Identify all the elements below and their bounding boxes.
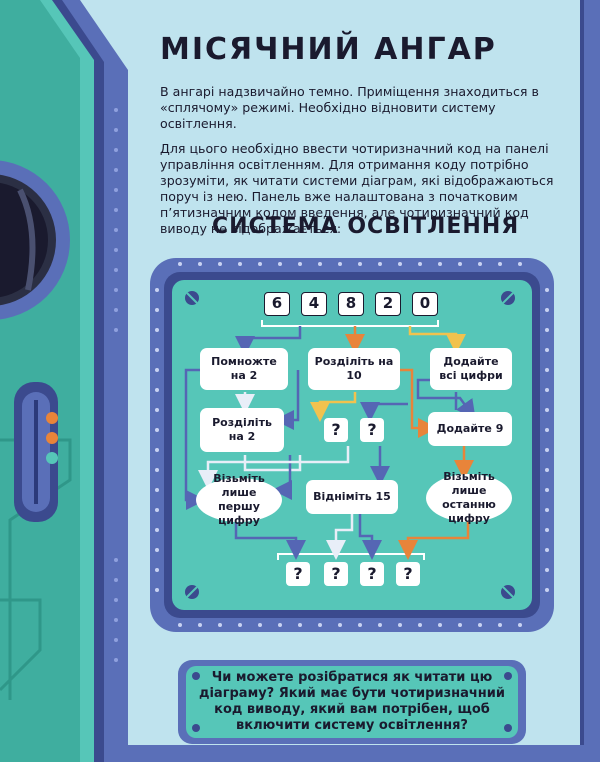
input-digit: 6 bbox=[264, 292, 290, 316]
question-plate bbox=[178, 660, 526, 744]
output-digit: ? bbox=[324, 562, 348, 586]
intro-text: В ангарі надзвичайно темно. Приміщення з… bbox=[160, 84, 570, 246]
output-digit: ? bbox=[286, 562, 310, 586]
diagram-arrows bbox=[184, 326, 476, 560]
unknown-digit: ? bbox=[360, 418, 384, 442]
input-digit: 8 bbox=[338, 292, 364, 316]
indicator-light-teal bbox=[46, 452, 58, 464]
section-title: СИСТЕМА ОСВІТЛЕННЯ bbox=[212, 214, 520, 239]
intro-paragraph: В ангарі надзвичайно темно. Приміщення з… bbox=[160, 84, 539, 131]
node-divide-2: Розділіть на 2 bbox=[200, 408, 284, 452]
node-multiply: Помножте на 2 bbox=[200, 348, 288, 390]
input-digit: 0 bbox=[412, 292, 438, 316]
intro-paragraph: Для цього необхідно ввести чотиризначний… bbox=[160, 141, 554, 236]
screw-icon bbox=[185, 291, 515, 599]
output-digit: ? bbox=[396, 562, 420, 586]
node-last-digit: Візьміть лише останню цифру bbox=[426, 470, 512, 525]
input-digit: 2 bbox=[375, 292, 401, 316]
indicator-light-orange bbox=[46, 432, 58, 444]
question-text: Чи можете розібратися як читати цю діагр… bbox=[198, 670, 506, 733]
page-title: МІСЯЧНИЙ АНГАР bbox=[160, 32, 497, 67]
unknown-digit: ? bbox=[324, 418, 348, 442]
node-minus-15: Відніміть 15 bbox=[306, 480, 398, 514]
indicator-light-orange bbox=[46, 412, 58, 424]
input-digit: 4 bbox=[301, 292, 327, 316]
node-divide-10: Розділіть на 10 bbox=[308, 348, 400, 390]
output-digit: ? bbox=[360, 562, 384, 586]
node-sum-digits: Додайте всі цифри bbox=[430, 348, 512, 390]
node-first-digit: Візьміть лише першу цифру bbox=[196, 472, 282, 527]
right-wall bbox=[584, 0, 600, 762]
node-add-9: Додайте 9 bbox=[428, 412, 512, 446]
hangar-wall bbox=[0, 0, 128, 762]
